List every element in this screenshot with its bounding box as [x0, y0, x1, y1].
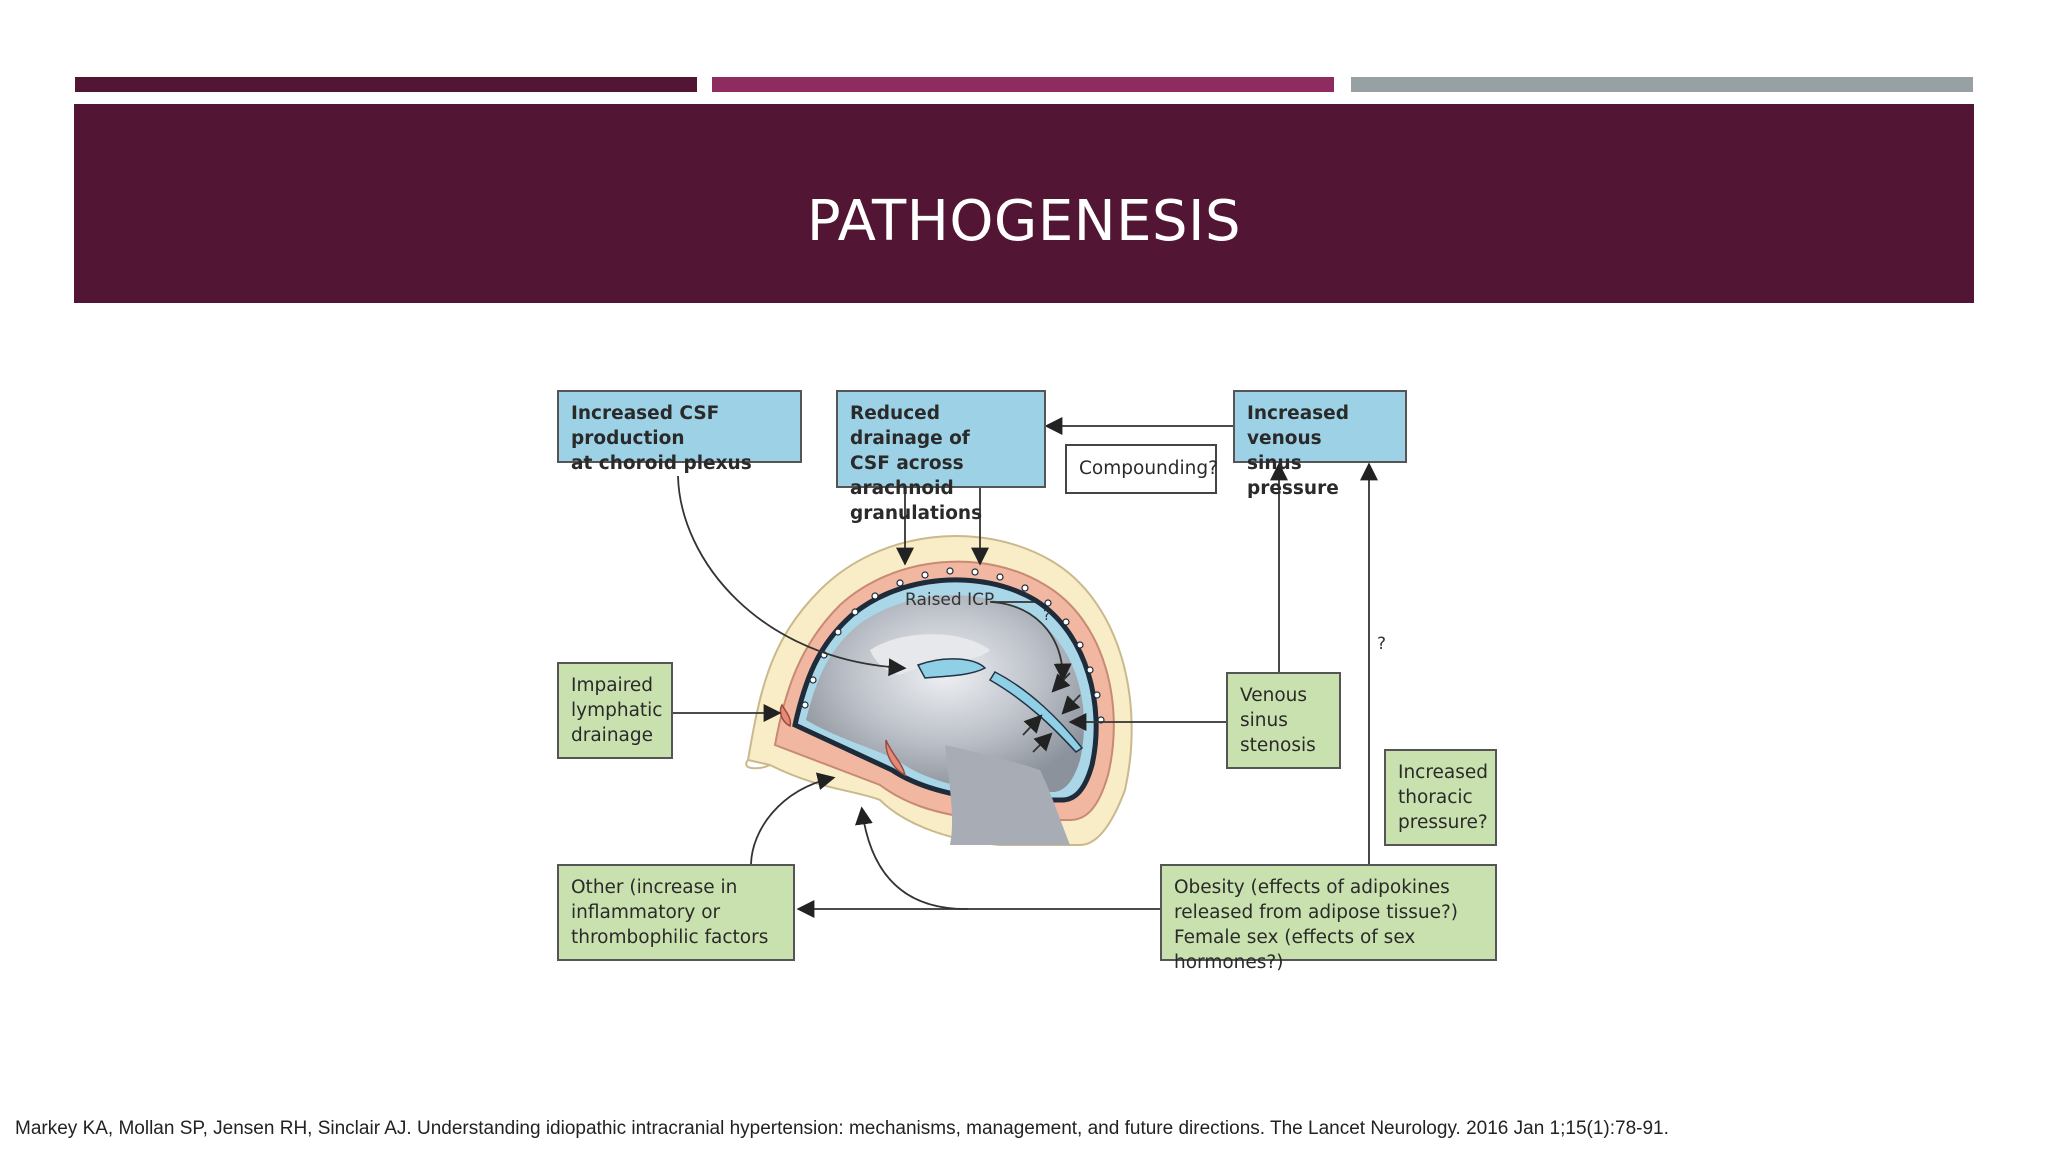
connectors [672, 417, 1378, 918]
box-reduced-drainage: Reduced drainage of CSF across arachnoid… [836, 390, 1046, 524]
brainstem-shape [945, 745, 1070, 845]
box-thoracic-line3: pressure? [1398, 812, 1488, 833]
title-band: PATHOGENESIS [74, 104, 1974, 303]
box-venous-pressure-line2: sinus pressure [1247, 453, 1339, 499]
box-other-line3: thrombophilic factors [571, 927, 769, 948]
box-lymphatic-line3: drainage [571, 725, 654, 746]
box-venous-stenosis-line1: Venous [1240, 685, 1308, 706]
box-venous-pressure: Increased venous sinus pressure [1233, 390, 1407, 499]
accent-bar-gray [1351, 77, 1973, 92]
box-venous-stenosis: Venous sinus stenosis [1226, 672, 1341, 769]
box-obesity-line3: Female sex (effects of sex hormones?) [1174, 927, 1416, 973]
box-other: Other (increase in inflammatory or throm… [557, 864, 795, 961]
label-question-side: ? [1377, 634, 1387, 654]
arrow-other-to-head [750, 772, 836, 865]
compress-arrow-1 [1051, 672, 1071, 693]
arrow-csf-to-ventricle [677, 475, 907, 677]
box-compounding-text: Compounding? [1079, 458, 1218, 479]
accent-bar-dark [75, 77, 697, 92]
lymphatic-node-2 [885, 739, 907, 777]
box-csf-production-line2: at choroid plexus [571, 453, 752, 474]
box-other-line2: inflammatory or [571, 902, 721, 923]
brain-shape [806, 595, 1085, 792]
label-raised-icp: Raised ICP [905, 590, 995, 610]
box-reduced-drainage-line3: granulations [850, 503, 983, 524]
arrow-raised-icp [991, 601, 1072, 682]
box-reduced-drainage-line1: Reduced drainage of [850, 403, 970, 449]
box-lymphatic: Impaired lymphatic drainage [557, 662, 673, 759]
box-obesity: Obesity (effects of adipokines released … [1160, 864, 1497, 973]
accent-bar-magenta [712, 77, 1334, 92]
box-venous-stenosis-line3: stenosis [1240, 735, 1316, 756]
compress-arrow-4 [1032, 732, 1053, 753]
compress-arrow-3 [1022, 714, 1043, 736]
box-csf-production: Increased CSF production at choroid plex… [557, 390, 802, 474]
arrow-obesity-to-head [854, 806, 969, 910]
box-thoracic: Increased thoracic pressure? [1384, 749, 1497, 846]
compress-arrow-2 [1061, 694, 1081, 715]
box-lymphatic-line1: Impaired [571, 675, 654, 696]
label-question-small: ? [1043, 608, 1051, 624]
box-csf-production-line1: Increased CSF production [571, 403, 720, 449]
head-illustration [745, 535, 1133, 846]
box-compounding: Compounding? [1065, 444, 1218, 494]
box-reduced-drainage-line2: CSF across arachnoid [850, 453, 964, 499]
box-venous-pressure-line1: Increased venous [1247, 403, 1349, 449]
venous-sinus-shape [988, 671, 1084, 753]
slide-title: PATHOGENESIS [806, 189, 1242, 254]
box-obesity-line2: released from adipose tissue?) [1174, 902, 1459, 923]
citation: Markey KA, Mollan SP, Jensen RH, Sinclai… [15, 1118, 1669, 1139]
arachnoid-granulations [801, 567, 1105, 724]
box-other-line1: Other (increase in [571, 877, 738, 898]
box-lymphatic-line2: lymphatic [571, 700, 663, 721]
neck-line [745, 759, 771, 770]
box-thoracic-line2: thoracic [1398, 787, 1473, 808]
box-obesity-line1: Obesity (effects of adipokines [1174, 877, 1450, 898]
box-thoracic-line1: Increased [1398, 762, 1489, 783]
ventricle-shape [916, 658, 987, 679]
box-venous-stenosis-line2: sinus [1240, 710, 1288, 731]
